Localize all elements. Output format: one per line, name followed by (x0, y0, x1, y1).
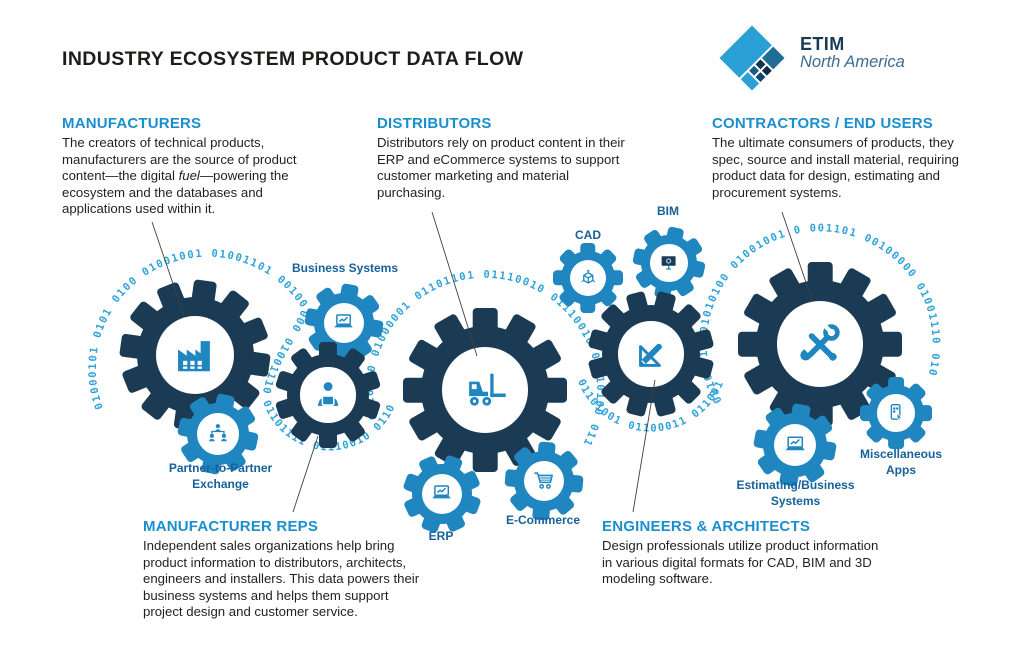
gear-hole (156, 316, 234, 394)
manufacturers-body: The creators of technical products, manu… (62, 135, 297, 216)
contractors-gear (738, 262, 902, 426)
manufacturers-section: MANUFACTURERS The creators of technical … (62, 115, 314, 218)
distributors-body: Distributors rely on product content in … (377, 135, 625, 200)
manufacturer-reps-heading: MANUFACTURER REPS (143, 518, 319, 535)
bim-monitor-icon (662, 256, 676, 271)
business-systems-gear (304, 283, 384, 363)
laptop-chart-icon (334, 314, 354, 328)
logo-brand-text: ETIM (800, 34, 845, 54)
partner-exchange-gear (177, 393, 259, 475)
bim-gear (632, 226, 706, 300)
gear-hole (523, 460, 565, 502)
person-briefcase-icon (317, 382, 339, 406)
phone-apps-icon (891, 404, 903, 422)
partner-exchange-label: Partner-to-Partner Exchange (168, 461, 273, 491)
ecommerce-gear (504, 441, 584, 521)
page-title: INDUSTRY ECOSYSTEM PRODUCT DATA FLOW (62, 48, 524, 70)
gear-hole (442, 347, 528, 433)
contractors-heading: CONTRACTORS / END USERS (712, 115, 934, 132)
shopping-cart-icon (534, 472, 554, 490)
gear-hole (197, 413, 239, 455)
manufacturer-reps-body: Independent sales organizations help bri… (143, 538, 420, 619)
cad-label: CAD (575, 228, 601, 242)
ecommerce-label: E-Commerce (505, 513, 581, 527)
estimating-label: Estimating/Business Systems (736, 478, 855, 508)
misc-apps-label: Miscellaneous Apps (859, 447, 943, 477)
forklift-icon (468, 373, 506, 406)
manufacturer-reps-section: MANUFACTURER REPS Independent sales orga… (143, 518, 431, 621)
misc-apps-gear (860, 377, 932, 449)
tools-icon (799, 323, 840, 361)
etim-diamond (719, 25, 785, 91)
gear-hole (300, 367, 356, 423)
setsquare-pencil-icon (638, 343, 662, 367)
engineers-heading: ENGINEERS & ARCHITECTS (602, 518, 811, 535)
manufacturer-reps-gear (274, 342, 382, 448)
logo-region-text: North America (800, 53, 905, 71)
laptop-chart-icon (432, 485, 452, 499)
etim-logo-icon (718, 24, 786, 92)
gear-hole (773, 423, 817, 467)
manufacturers-heading: MANUFACTURERS (62, 115, 202, 132)
erp-label: ERP (428, 529, 454, 543)
contractors-body: The ultimate consumers of products, they… (712, 135, 960, 200)
engineers-section: ENGINEERS & ARCHITECTS Design profession… (602, 518, 884, 588)
gear-hole (569, 259, 607, 297)
engineers-gear (587, 290, 715, 418)
distributors-heading: DISTRIBUTORS (377, 115, 492, 132)
distributors-section: DISTRIBUTORS Distributors rely on produc… (377, 115, 625, 201)
bim-label: BIM (657, 204, 679, 218)
contractors-section: CONTRACTORS / END USERS The ultimate con… (712, 115, 977, 201)
gear-hole (877, 394, 915, 432)
gear-hole (323, 302, 365, 344)
cad-cube-icon (580, 269, 596, 284)
gear-hole (421, 473, 463, 515)
factory-icon (177, 340, 210, 372)
engineers-body: Design professionals utilize product inf… (602, 538, 879, 586)
gear-hole (650, 244, 688, 282)
cad-gear (553, 243, 623, 313)
gear-hole (618, 321, 684, 387)
estimating-gear (753, 403, 837, 487)
erp-gear (402, 454, 482, 534)
gear-hole (777, 301, 863, 387)
partner-network-icon (209, 424, 227, 442)
laptop-chart-icon (785, 436, 805, 451)
business-systems-label: Business Systems (291, 261, 399, 275)
